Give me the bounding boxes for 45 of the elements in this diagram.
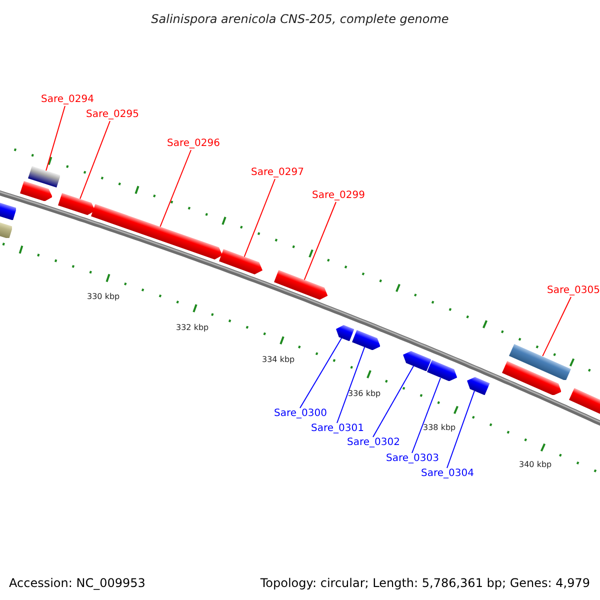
scale-label: 340 kbp	[519, 459, 552, 471]
gene-label: Sare_0300	[274, 408, 327, 420]
gene-label: Sare_0302	[347, 437, 400, 449]
scale-label: 336 kbp	[348, 388, 381, 400]
gene-feature	[28, 166, 60, 188]
leader-line	[46, 106, 66, 172]
gene-feature	[274, 270, 328, 300]
leader-line	[244, 178, 276, 258]
scale-label: 332 kbp	[176, 322, 209, 334]
scale-label: 330 kbp	[87, 291, 120, 303]
gene-feature	[91, 204, 223, 260]
leader-line	[304, 202, 336, 280]
gene-feature	[509, 344, 571, 380]
gene-feature	[426, 360, 457, 382]
gene-label: Sare_0304	[421, 468, 474, 480]
leader-line	[80, 120, 110, 200]
gene-label: Sare_0297	[251, 167, 304, 179]
gene-label: Sare_0295	[86, 109, 139, 121]
gene-feature	[466, 377, 490, 396]
scale-label: 334 kbp	[262, 354, 295, 366]
gene-label: Sare_0299	[312, 190, 365, 202]
gene-feature	[403, 350, 432, 372]
scale-label: 338 kbp	[423, 422, 456, 434]
leader-line	[336, 346, 366, 424]
gene-label: Sare_0296	[167, 138, 220, 150]
gene-label: Sare_0294	[41, 94, 94, 106]
leader-line	[412, 378, 441, 454]
genome-info-text: Topology: circular; Length: 5,786,361 bp; Genes: 4,979	[260, 575, 590, 592]
gene-feature	[219, 249, 263, 275]
map-title: Salinispora arenicola CNS-205, complete genome	[150, 11, 450, 28]
gene-label: Sare_0305	[547, 285, 600, 297]
leader-line	[372, 366, 414, 438]
leader-line	[160, 150, 192, 228]
gene-label: Sare_0301	[311, 423, 364, 435]
gene-feature	[336, 324, 354, 342]
gene-feature	[58, 193, 96, 216]
leader-line	[446, 390, 475, 468]
gene-feature	[352, 330, 380, 350]
gene-feature	[20, 180, 52, 202]
gene-feature	[502, 360, 562, 395]
leader-line	[542, 296, 572, 357]
gene-label: Sare_0303	[386, 453, 439, 465]
accession-text: Accession: NC_009953	[9, 575, 146, 592]
leader-line	[300, 338, 342, 408]
gene-feature	[569, 388, 600, 416]
